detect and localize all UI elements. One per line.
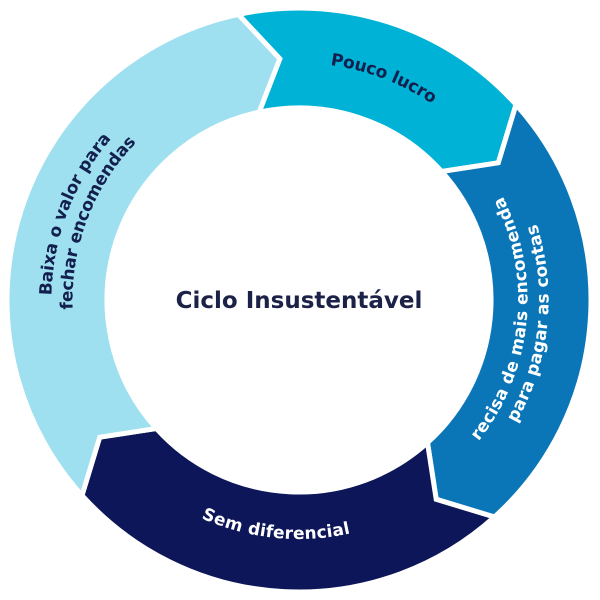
center-title: Ciclo Insustentável	[176, 288, 423, 314]
segments-layer	[4, 5, 594, 595]
center-circle	[107, 108, 491, 492]
